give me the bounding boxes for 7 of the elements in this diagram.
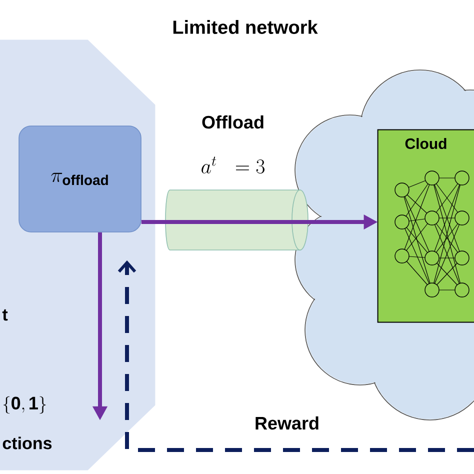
title: Limited network [173,20,318,34]
edge-label: Reward [256,416,318,430]
policy-box: $\pi_{\mathbf{offload}}$ [18,126,142,232]
text-label: Offload [202,115,264,129]
arrow [118,260,474,452]
model-box: Cloud [377,129,474,323]
formula-label: $a^{t}\ \ = 3$ [202,156,264,174]
